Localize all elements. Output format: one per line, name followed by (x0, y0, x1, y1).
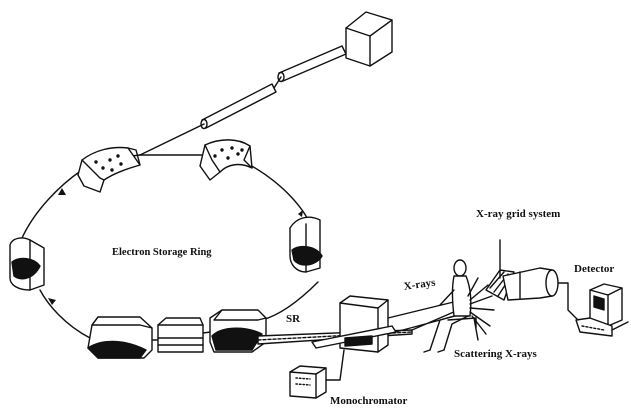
bending-magnet-bottom-right (210, 310, 266, 352)
detector-label: Detector (574, 263, 614, 275)
bending-magnet-bottom-left (88, 317, 152, 358)
straight-section-block (158, 318, 203, 352)
electron-storage-ring-label: Electron Storage Ring (112, 247, 212, 258)
linac-tube (140, 46, 346, 155)
bending-magnet-top-left (78, 148, 140, 193)
x-ray-grid-system-label: X-ray grid system (476, 208, 560, 220)
bending-magnet-top-right (200, 140, 252, 180)
bending-magnet-left (10, 238, 44, 290)
injector-box (346, 12, 392, 66)
detector-console (558, 283, 628, 336)
scattering-x-rays-label: Scattering X-rays (454, 348, 537, 360)
monochromator-housing (312, 296, 396, 352)
bending-magnet-right (290, 217, 322, 272)
monochromator-controller (290, 350, 344, 398)
monochromator-label: Monochromator (330, 395, 407, 407)
patient-figure (424, 260, 476, 352)
sr-label: SR (286, 313, 300, 325)
